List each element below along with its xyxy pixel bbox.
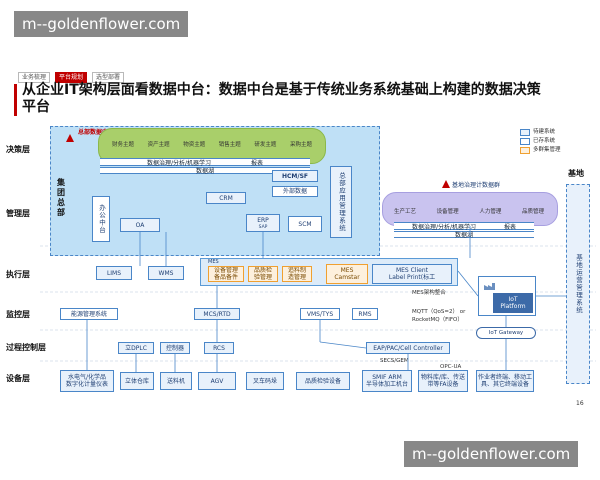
base-theme-process: 生产工艺 <box>394 209 417 215</box>
mes-integration-note: MES架构整合 <box>412 290 446 296</box>
erp-system[interactable]: ERP SAP <box>246 214 280 232</box>
crm-system[interactable]: CRM <box>206 192 246 204</box>
base-platform-label: 基地治理计数据群 <box>452 182 501 189</box>
iot-platform[interactable]: IoT Platform <box>478 276 536 316</box>
legend-item-cluster: 多群集管理 <box>520 146 561 155</box>
device-smif-arm: SMIF ARM 半导体加工机台 <box>362 370 412 392</box>
lims-system[interactable]: LIMS <box>96 266 132 280</box>
base-marker-icon <box>442 180 450 188</box>
dplc-system[interactable]: 立DPLC <box>118 342 154 354</box>
hq-report-label: 报表 <box>251 159 264 167</box>
legend-swatch-planned <box>520 129 530 136</box>
hq-theme-finance: 财务主题 <box>112 142 135 148</box>
mes-mark: MES <box>208 259 219 265</box>
legend-swatch-cluster <box>520 147 530 154</box>
rcs-system[interactable]: RCS <box>204 342 234 354</box>
hq-theme-procurement: 采购主题 <box>289 142 312 148</box>
base-theme-row: 生产工艺 设备管理 人力管理 品质管理 <box>394 207 544 215</box>
opc-ua-label: OPC-UA <box>440 364 462 370</box>
erp-sub-label: SAP <box>258 225 268 230</box>
base-report-label: 报表 <box>504 223 517 231</box>
tab-business-review[interactable]: 业务梳理 <box>18 72 51 83</box>
legend: 待建系统 已存系统 多群集管理 <box>520 128 561 155</box>
base-operation-system: 基地运营管理系统 <box>566 184 590 384</box>
device-quality-inspection: 品质检验设备 <box>296 372 350 390</box>
device-terminals: 作业者终端、移动工 具、其它终端设备 <box>476 370 534 392</box>
wms-system[interactable]: WMS <box>148 266 184 280</box>
hq-lake-strip: 数据湖 <box>100 167 310 175</box>
legend-item-existing: 已存系统 <box>520 137 561 146</box>
level-process-control: 过程控制层 <box>6 343 46 352</box>
oa-system[interactable]: OA <box>120 218 160 232</box>
base-theme-hr: 人力管理 <box>479 209 502 215</box>
hq-group-label: 集团总部 <box>57 178 65 217</box>
hq-marker-icon <box>66 134 74 142</box>
mes-camstar[interactable]: MES Camstar <box>326 264 368 284</box>
mes-module-traceability[interactable]: 追料制 造管理 <box>282 266 312 282</box>
hq-theme-rnd: 研发主题 <box>254 142 277 148</box>
base-theme-equipment: 设备管理 <box>436 209 459 215</box>
legend-label-planned: 待建系统 <box>533 129 556 135</box>
mqtt-note: MQTT（QoS=2） or RocketMQ（FIFO） <box>412 309 466 323</box>
office-middle-platform: 办公中台 <box>92 196 110 242</box>
hq-theme-row: 财务主题 资产主题 物资主题 销售主题 研发主题 采购主题 <box>112 140 312 148</box>
secs-gem-label: SECS/GEM <box>380 358 409 364</box>
hq-theme-materials: 物资主题 <box>183 142 206 148</box>
hq-app-management-system: 总部应用管理系统 <box>330 166 352 238</box>
mes-module-inspection[interactable]: 品质检 验管理 <box>248 266 278 282</box>
level-decision: 决策层 <box>6 145 30 154</box>
hq-theme-assets: 资产主题 <box>147 142 170 148</box>
page-number: 16 <box>576 400 584 407</box>
energy-management-system[interactable]: 能源管理系统 <box>60 308 118 320</box>
rms-system[interactable]: RMS <box>352 308 378 320</box>
device-meters: 水电气/化学品 数字化计量仪表 <box>60 370 114 392</box>
iot-gateway[interactable]: IoT Gateway <box>476 327 536 339</box>
level-execution: 执行层 <box>6 270 30 279</box>
device-stereo-warehouse: 立体仓库 <box>120 372 154 390</box>
base-analysis-label: 数据治理/分析/机器学习 <box>411 223 477 231</box>
mes-client[interactable]: MES Client Label Print(标工 <box>372 264 452 284</box>
erp-label: ERP <box>257 217 269 224</box>
scm-system[interactable]: SCM <box>288 216 322 232</box>
legend-label-existing: 已存系统 <box>533 138 556 144</box>
tab-selection-deployment[interactable]: 选型部署 <box>92 72 125 83</box>
hcm-system[interactable]: HCM/SF <box>272 170 318 182</box>
base-analysis-strip: 数据治理/分析/机器学习 报表 <box>394 222 534 231</box>
base-theme-quality: 品质管理 <box>521 209 544 215</box>
legend-swatch-existing <box>520 138 530 145</box>
level-equipment: 设备层 <box>6 374 30 383</box>
device-fa-equipment: 物料库/库、传送 带等FA设备 <box>418 370 468 392</box>
title-accent <box>14 84 17 116</box>
mcs-rtd-system[interactable]: MCS/RTD <box>194 308 240 320</box>
base-lake-label: 数据湖 <box>454 232 473 239</box>
iot-platform-label: IoT Platform <box>493 293 533 313</box>
tab-platform-planning[interactable]: 平台规划 <box>55 72 88 83</box>
vms-tys-system[interactable]: VMS/TYS <box>300 308 340 320</box>
eap-cell-controller[interactable]: EAP/PAC/Cell Controller <box>366 342 450 354</box>
base-lake-strip: 数据湖 <box>394 231 534 239</box>
level-management: 管理层 <box>6 209 30 218</box>
device-agv: AGV <box>198 372 236 390</box>
external-data-box: 外部数据 <box>272 186 318 197</box>
level-monitoring: 监控层 <box>6 310 30 319</box>
mes-module-equipment[interactable]: 设备管理 备品备件 <box>208 266 244 282</box>
page-title: 从企业IT架构层面看数据中台：数据中台是基于传统业务系统基础上构建的数据决策平台 <box>22 82 541 115</box>
controller-system[interactable]: 控制器 <box>160 342 190 354</box>
hq-analysis-strip: 数据治理/分析/机器学习 报表 <box>100 158 310 167</box>
watermark-bottom: m--goldenflower.com <box>404 441 579 467</box>
hq-label: 总部数据中台 <box>78 129 115 136</box>
hq-analysis-label: 数据治理/分析/机器学习 <box>146 159 212 167</box>
factory-icon <box>484 283 495 290</box>
hq-lake-label: 数据湖 <box>195 168 214 175</box>
hq-theme-sales: 销售主题 <box>218 142 241 148</box>
legend-label-cluster: 多群集管理 <box>533 147 561 153</box>
watermark-top: m--goldenflower.com <box>14 11 189 37</box>
device-forklift: 叉车码垛 <box>246 372 284 390</box>
base-label: 基地 <box>568 169 584 178</box>
legend-item-planned: 待建系统 <box>520 128 561 137</box>
device-feeder: 送料机 <box>160 372 192 390</box>
